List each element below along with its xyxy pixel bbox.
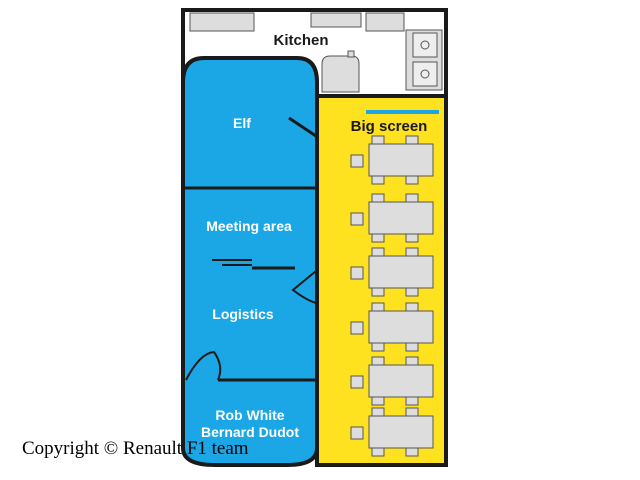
table-group: [350, 135, 434, 457]
kitchen-label: Kitchen: [273, 32, 328, 49]
copyright-notice: Copyright © Renault F1 team: [22, 438, 249, 459]
chair: [405, 396, 419, 406]
room-label-meeting: Meeting area: [206, 218, 292, 234]
kitchen-counter: [189, 12, 255, 32]
kitchen-counter: [310, 12, 362, 28]
kitchen-counter: [365, 12, 405, 32]
chair: [371, 135, 385, 145]
chair: [405, 135, 419, 145]
chair: [371, 175, 385, 185]
chair: [405, 302, 419, 312]
chair: [405, 447, 419, 457]
door-logistics: [291, 270, 317, 304]
chair: [371, 342, 385, 352]
chair: [371, 247, 385, 257]
table: [368, 310, 434, 344]
big-screen: [366, 110, 439, 114]
room-label-logistics: Logistics: [212, 306, 274, 322]
sink-drain: [420, 40, 430, 50]
chair: [371, 396, 385, 406]
sink-drain: [420, 69, 430, 79]
chair: [371, 302, 385, 312]
room-label-elf: Elf: [233, 115, 251, 131]
kitchen-appliance-knob: [347, 50, 355, 58]
chair: [405, 356, 419, 366]
kitchen-appliance: [321, 55, 360, 93]
chair: [405, 407, 419, 417]
side-chair: [350, 154, 364, 168]
door-elf: [288, 116, 317, 138]
chair: [405, 287, 419, 297]
room-label-office-line2: Bernard Dudot: [201, 424, 299, 440]
table: [368, 201, 434, 235]
chair: [371, 287, 385, 297]
blue-offices: [181, 56, 319, 467]
chair: [405, 233, 419, 243]
table: [368, 143, 434, 177]
table: [368, 415, 434, 449]
sink-basin: [412, 32, 438, 58]
door-office: [185, 350, 222, 381]
sink-basin: [412, 61, 438, 87]
chair: [405, 175, 419, 185]
chair: [405, 342, 419, 352]
side-chair: [350, 426, 364, 440]
chair: [371, 233, 385, 243]
side-chair: [350, 212, 364, 226]
side-chair: [350, 321, 364, 335]
big-screen-label: Big screen: [351, 118, 428, 135]
chair: [371, 356, 385, 366]
chair: [405, 247, 419, 257]
chair: [371, 193, 385, 203]
chair: [371, 407, 385, 417]
room-label-office-line1: Rob White: [215, 407, 284, 423]
side-chair: [350, 266, 364, 280]
table: [368, 255, 434, 289]
chair: [371, 447, 385, 457]
side-chair: [350, 375, 364, 389]
table: [368, 364, 434, 398]
chair: [405, 193, 419, 203]
